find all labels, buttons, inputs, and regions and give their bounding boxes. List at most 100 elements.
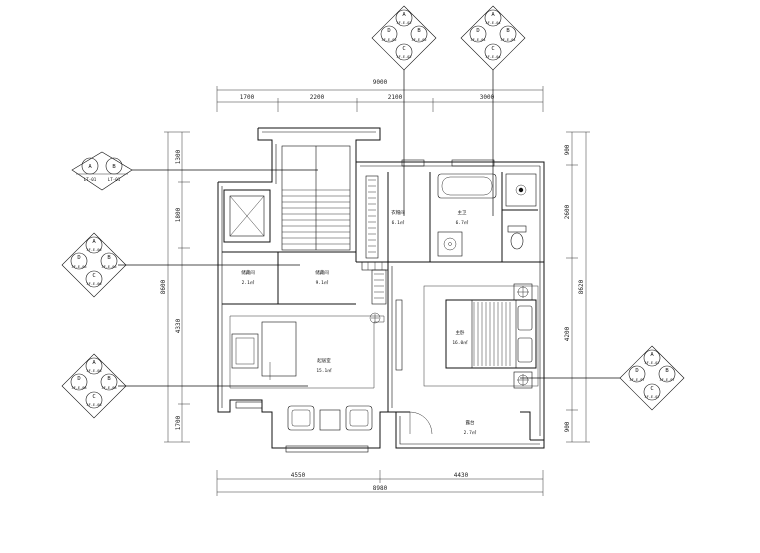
tag-ref: 3F-E-02 bbox=[381, 38, 396, 42]
tag-ref: 3F-E-07 bbox=[629, 378, 644, 382]
room-area-storage-1: 2.1㎡ bbox=[242, 279, 255, 286]
bed-quilt-pattern bbox=[473, 302, 511, 366]
tag-letter: B bbox=[112, 164, 116, 170]
tag-letter: A bbox=[402, 12, 406, 18]
room-name-closet: 衣帽间 bbox=[391, 209, 405, 216]
tag-ref: 3F-E-08 bbox=[86, 369, 101, 373]
round-side-table bbox=[369, 312, 381, 324]
tag-ref: 3F-E-04 bbox=[485, 21, 500, 25]
bed bbox=[445, 299, 537, 369]
nightstand-bottom bbox=[513, 371, 533, 389]
room-area-terrace: 2.7㎡ bbox=[464, 429, 477, 436]
room-name-storage-1: 储藏间 bbox=[241, 269, 255, 276]
lift-shaft bbox=[223, 189, 271, 243]
tag-letter: A bbox=[92, 360, 96, 366]
left-dimension-chain: 8600 1300 1800 4330 1700 bbox=[160, 131, 190, 443]
bottom-dimension-chain: 4550 4430 8980 bbox=[216, 470, 544, 496]
tag-ref: 3F-E-07 bbox=[644, 361, 659, 365]
tag-letter: B bbox=[107, 255, 111, 261]
room-area-master-bath: 6.7㎡ bbox=[456, 219, 469, 226]
study-desk bbox=[231, 321, 297, 380]
left-dim-4: 1700 bbox=[175, 415, 182, 430]
room-area-living: 15.1㎡ bbox=[316, 367, 332, 374]
tag-ref: 3F-E-06 bbox=[101, 265, 116, 269]
tag-ref: 3F-E-07 bbox=[644, 395, 659, 399]
tag-letter: B bbox=[665, 368, 669, 374]
closet-hanging-rack bbox=[365, 175, 379, 259]
tv-cabinet bbox=[395, 299, 403, 371]
lounge-chairs bbox=[287, 405, 373, 431]
exterior-walls bbox=[217, 127, 545, 449]
tag-ref: LT-01 bbox=[108, 177, 121, 182]
right-dim-1: 900 bbox=[564, 144, 571, 155]
room-labels: 衣帽间 6.1㎡ 主卫 6.7㎡ 储藏间 2.1㎡ 储藏间 9.1㎡ 起居室 1… bbox=[241, 209, 477, 436]
tag-ref: 3F-E-06 bbox=[86, 248, 101, 252]
nightstand-top bbox=[513, 283, 533, 301]
stair-treads bbox=[282, 189, 350, 245]
room-name-storage-2: 储藏间 bbox=[315, 269, 329, 276]
tag-letter: C bbox=[650, 386, 653, 392]
tag-letter: D bbox=[387, 28, 390, 34]
left-dim-3: 4330 bbox=[175, 318, 182, 333]
toilet bbox=[507, 225, 527, 250]
tag-ref: 3F-E-08 bbox=[101, 386, 116, 390]
tag-letter: A bbox=[491, 12, 495, 18]
tag-letter: B bbox=[506, 28, 510, 34]
room-name-living: 起居室 bbox=[317, 357, 331, 364]
section-tag-left-top: A B LT-01 LT-01 bbox=[71, 151, 133, 191]
elevation-tag-top-left: A D B C 3F-E-02 3F-E-02 3F-E-02 3F-E-02 bbox=[371, 5, 437, 71]
left-total-dim: 8600 bbox=[160, 279, 167, 294]
tag-ref: 3F-E-02 bbox=[396, 21, 411, 25]
right-dimension-chain: 900 2600 4200 900 8620 bbox=[564, 131, 590, 443]
tag-letter: C bbox=[92, 273, 95, 279]
top-total-dim: 9000 bbox=[373, 79, 388, 86]
leader-lines bbox=[118, 70, 620, 387]
brick-partition bbox=[361, 261, 389, 271]
tag-letter: A bbox=[92, 239, 96, 245]
elevation-tag-left-low: A D B C 3F-E-08 3F-E-08 3F-E-08 3F-E-08 bbox=[61, 353, 127, 419]
room-name-master-bedroom: 主卧 bbox=[456, 329, 465, 336]
tag-letter: C bbox=[491, 46, 494, 52]
elevation-tag-top-right: A D B C 3F-E-04 3F-E-04 3F-E-04 3F-E-04 bbox=[460, 5, 526, 71]
bedroom-rug bbox=[423, 285, 539, 387]
tag-letter: D bbox=[635, 368, 638, 374]
right-dim-3: 4200 bbox=[564, 326, 571, 341]
tag-ref: 3F-E-08 bbox=[86, 403, 101, 407]
room-name-master-bath: 主卫 bbox=[458, 209, 467, 216]
tag-ref: 3F-E-06 bbox=[71, 265, 86, 269]
room-area-closet: 6.1㎡ bbox=[392, 219, 405, 226]
bottom-total-dim: 8980 bbox=[373, 485, 388, 492]
elevation-tag-left-mid: A D B C 3F-E-06 3F-E-06 3F-E-06 3F-E-06 bbox=[61, 232, 127, 298]
room-area-master-bedroom: 16.0㎡ bbox=[452, 339, 468, 346]
tag-ref: 3F-E-02 bbox=[411, 38, 426, 42]
washbasin bbox=[437, 231, 463, 257]
right-dim-2: 2600 bbox=[564, 204, 571, 219]
tag-letter: C bbox=[402, 46, 405, 52]
tag-letter: A bbox=[88, 164, 92, 170]
tag-ref: 3F-E-02 bbox=[396, 55, 411, 59]
top-dim-3: 2100 bbox=[388, 94, 403, 101]
room-name-terrace: 露台 bbox=[466, 419, 475, 426]
windows bbox=[235, 159, 495, 453]
tag-ref: 3F-E-07 bbox=[659, 378, 674, 382]
tag-letter: B bbox=[417, 28, 421, 34]
tag-letter: D bbox=[476, 28, 479, 34]
shower-box bbox=[505, 173, 537, 207]
tag-letter: A bbox=[650, 352, 654, 358]
tag-ref: 3F-E-04 bbox=[485, 55, 500, 59]
tag-ref: LT-01 bbox=[84, 177, 97, 182]
tag-ref: 3F-E-08 bbox=[71, 386, 86, 390]
room-area-storage-2: 9.1㎡ bbox=[316, 279, 329, 286]
top-dimension-chain: 9000 1700 2200 2100 3000 bbox=[216, 79, 544, 112]
interior-walls bbox=[222, 172, 544, 412]
elevation-tag-right: A D B C 3F-E-07 3F-E-07 3F-E-07 3F-E-07 bbox=[619, 345, 685, 411]
bathtub bbox=[437, 173, 497, 199]
tag-letter: B bbox=[107, 376, 111, 382]
staircase bbox=[281, 145, 351, 251]
tag-letter: D bbox=[77, 376, 80, 382]
tag-letter: D bbox=[77, 255, 80, 261]
tag-ref: 3F-E-06 bbox=[86, 282, 101, 286]
terrace-door-swing bbox=[409, 411, 433, 435]
right-dim-4: 900 bbox=[564, 421, 571, 432]
